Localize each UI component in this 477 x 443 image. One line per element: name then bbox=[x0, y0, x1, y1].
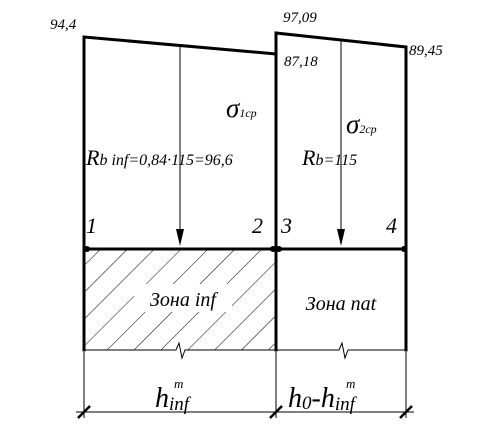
epure-left-outline bbox=[82, 35, 278, 352]
point-4-label: 4 bbox=[386, 213, 397, 238]
dim-tick-right bbox=[399, 405, 413, 419]
value-top-middle: 97,09 bbox=[283, 10, 317, 26]
rb-label: Rb=115 bbox=[301, 145, 357, 170]
dim-left-superscript: m bbox=[174, 376, 183, 391]
dim-right-superscript: m bbox=[346, 376, 355, 391]
rb-inf-label: Rb inf=0,84·115=96,6 bbox=[85, 145, 233, 170]
zone-inf-label-backing bbox=[134, 284, 232, 312]
point-2-label: 2 bbox=[252, 213, 263, 238]
point-3-label: 3 bbox=[280, 213, 292, 238]
dim-tick-middle bbox=[269, 405, 283, 419]
dim-left-label: hinf bbox=[155, 383, 192, 415]
sigma1-label: σ1cp bbox=[226, 93, 257, 123]
zone-inf-bottom-break bbox=[84, 341, 276, 360]
point-1-label: 1 bbox=[86, 213, 97, 238]
point-2-dot bbox=[270, 246, 276, 252]
arrowhead-sigma2 bbox=[337, 229, 345, 246]
dim-right-label: h0-hinf bbox=[288, 383, 358, 415]
value-top-right: 89,45 bbox=[409, 43, 443, 59]
point-3-dot bbox=[276, 246, 282, 252]
dim-tick-left bbox=[77, 405, 91, 419]
zone-inf-label: Зона inf bbox=[150, 289, 218, 311]
point-1-dot bbox=[84, 246, 90, 252]
value-middle-inner: 87,18 bbox=[284, 54, 318, 70]
zone-nat-label: Зона nat bbox=[306, 293, 377, 315]
sigma2-label: σ2cp bbox=[346, 109, 377, 139]
zone-nat-bottom-break bbox=[276, 341, 406, 360]
arrowhead-sigma1 bbox=[176, 229, 184, 246]
value-top-left: 94,4 bbox=[50, 17, 77, 33]
point-4-dot bbox=[401, 246, 407, 252]
